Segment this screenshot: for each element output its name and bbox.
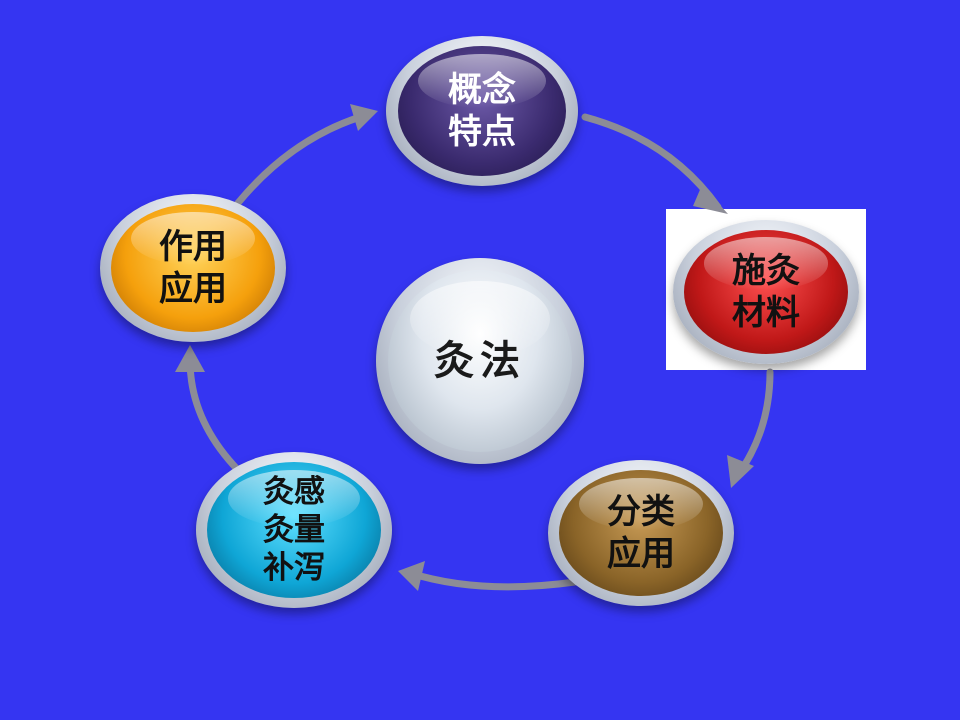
arrowhead-classify-to-dose xyxy=(398,561,425,591)
arrow-concept-to-material xyxy=(581,113,722,211)
effect-node-label: 作用 应用 xyxy=(159,227,227,309)
arrowhead-dose-to-effect xyxy=(175,345,205,372)
concept-node-label: 概念 特点 xyxy=(448,70,516,152)
material-node-label: 施灸 材料 xyxy=(732,251,800,333)
concept-node[interactable]: 概念 特点 xyxy=(398,46,566,176)
classify-node[interactable]: 分类 应用 xyxy=(559,470,723,596)
arrowhead-effect-to-concept xyxy=(350,104,378,131)
arrow-dose-to-effect xyxy=(186,356,242,474)
center-node: 灸法 xyxy=(388,270,572,452)
center-node-label: 灸法 xyxy=(434,337,526,384)
material-node[interactable]: 施灸 材料 xyxy=(684,230,848,354)
arrow-effect-to-concept xyxy=(234,113,364,207)
classify-node-label: 分类 应用 xyxy=(607,492,675,574)
dose-node-label: 灸感 灸量 补泻 xyxy=(263,474,325,586)
arrow-classify-to-dose xyxy=(406,569,579,591)
effect-node[interactable]: 作用 应用 xyxy=(111,204,275,332)
arrow-material-to-classify xyxy=(734,368,774,479)
arrowhead-concept-to-material xyxy=(693,185,728,214)
arrowhead-material-to-classify xyxy=(727,455,754,488)
dose-node[interactable]: 灸感 灸量 补泻 xyxy=(207,462,381,598)
